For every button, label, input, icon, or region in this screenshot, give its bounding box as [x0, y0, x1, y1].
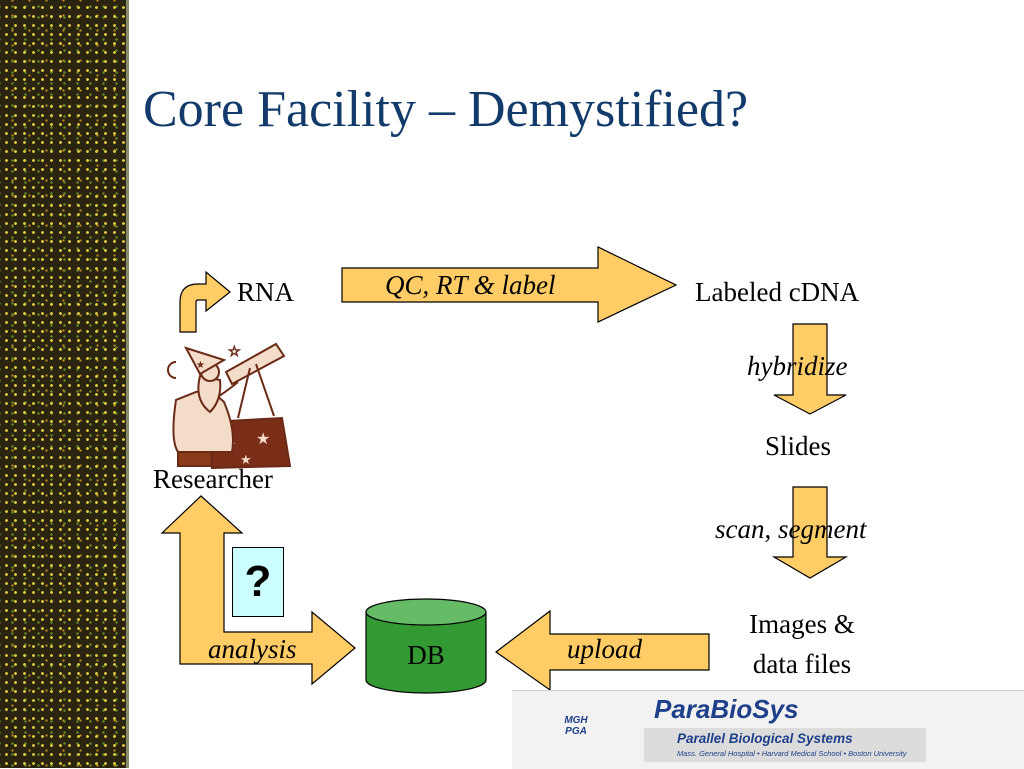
- upload-arrow: [494, 609, 710, 692]
- slide-title: Core Facility – Demystified?: [143, 81, 749, 138]
- microarray-sidebar-image: [0, 0, 128, 768]
- images-label-line1: Images &: [749, 609, 855, 639]
- scan-arrow: [771, 486, 849, 579]
- hybridize-step-label: hybridize: [747, 351, 848, 381]
- svg-text:☆: ☆: [228, 345, 241, 360]
- images-label-line2: data files: [752, 649, 852, 679]
- researcher-to-rna-arrow: [179, 270, 231, 333]
- svg-text:★: ★: [240, 452, 252, 467]
- database-cylinder: [365, 598, 487, 694]
- question-mark-box: ?: [232, 547, 284, 617]
- banner-name: ParaBioSys: [654, 694, 799, 724]
- labeled-cdna-label: Labeled cDNA: [695, 277, 860, 307]
- svg-text:★: ★: [196, 360, 205, 371]
- hybridize-arrow: [773, 323, 847, 415]
- rna-label: RNA: [237, 277, 295, 307]
- svg-text:★: ★: [256, 431, 270, 448]
- slides-label: Slides: [765, 431, 832, 461]
- researcher-label: Researcher: [153, 464, 273, 494]
- qc-arrow: [341, 246, 678, 323]
- mgh-pga-text: MGH PGA: [556, 715, 596, 737]
- banner-subtitle: Parallel Biological Systems: [677, 731, 853, 746]
- db-label: DB: [407, 640, 445, 670]
- analysis-arrow: [160, 495, 356, 686]
- qc-step-label: QC, RT & label: [385, 270, 556, 300]
- scan-step-label: scan, segment: [715, 514, 867, 544]
- sidebar-divider: [126, 0, 129, 768]
- wizard-telescope-icon: ★ ★ ★ ★ ☆: [167, 342, 292, 470]
- banner-institutions: Mass. General Hospital • Harvard Medical…: [677, 749, 907, 758]
- banner-strip: [644, 728, 926, 762]
- upload-step-label: upload: [567, 634, 643, 664]
- mgh-text: MGH: [564, 715, 588, 726]
- pga-text: PGA: [565, 726, 587, 737]
- analysis-step-label: analysis: [208, 634, 297, 664]
